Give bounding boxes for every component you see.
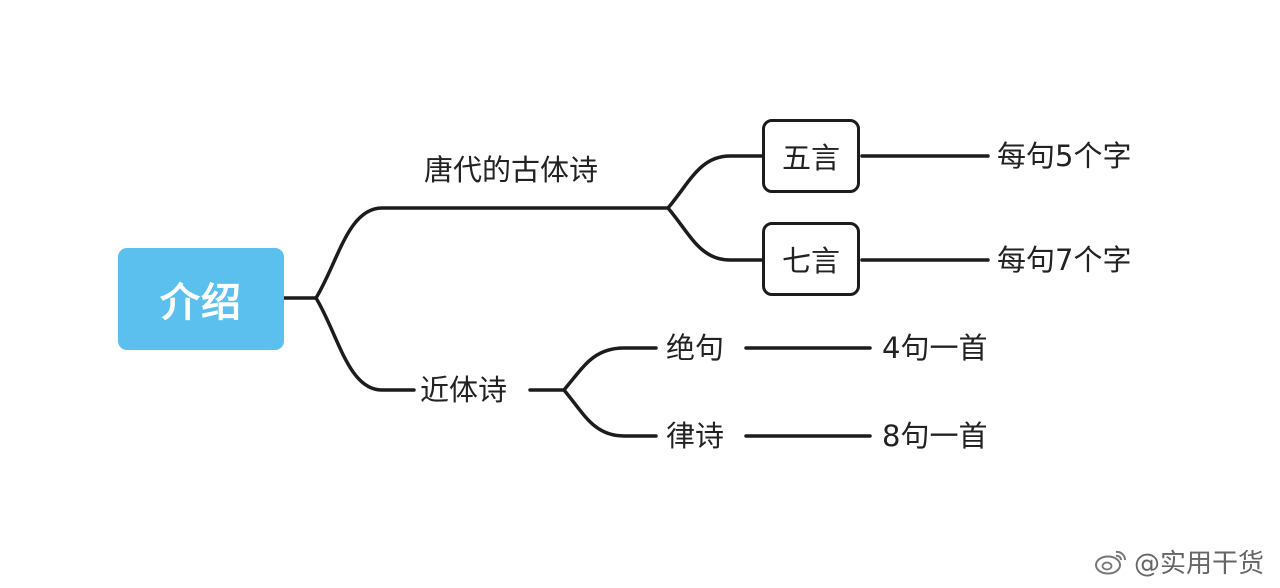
edge-jinti-to-jueju <box>562 346 658 392</box>
edge-tangdai-to-qiyan <box>666 206 764 262</box>
root-node[interactable]: 介绍 <box>118 248 284 350</box>
watermark-text: @实用干货 <box>1133 549 1264 579</box>
node-label-qiyan: 七言 <box>781 244 840 278</box>
branch-label-tangdai[interactable]: 唐代的古体诗 <box>424 153 599 187</box>
root-label: 介绍 <box>160 280 242 326</box>
branch-label-jinti[interactable]: 近体诗 <box>420 373 508 407</box>
edge-jinti-to-lvshi <box>562 388 658 438</box>
node-label-jueju[interactable]: 绝句 <box>666 331 725 365</box>
node-label-lvshi[interactable]: 律诗 <box>666 419 725 453</box>
edge-root-to-tangdai <box>314 206 670 300</box>
edge-tangdai-to-wuyan <box>666 154 764 210</box>
weibo-icon <box>1094 550 1126 574</box>
edge-root-to-jinti <box>314 296 416 392</box>
leaf-wuyan[interactable]: 每句5个字 <box>997 139 1132 173</box>
leaf-jueju[interactable]: 4句一首 <box>882 331 988 365</box>
node-label-wuyan: 五言 <box>781 141 840 175</box>
node-box-qiyan[interactable]: 七言 <box>762 222 860 296</box>
node-box-wuyan[interactable]: 五言 <box>762 119 860 193</box>
watermark: @实用干货 <box>1094 543 1264 580</box>
leaf-lvshi[interactable]: 8句一首 <box>882 419 988 453</box>
leaf-qiyan[interactable]: 每句7个字 <box>997 243 1132 277</box>
